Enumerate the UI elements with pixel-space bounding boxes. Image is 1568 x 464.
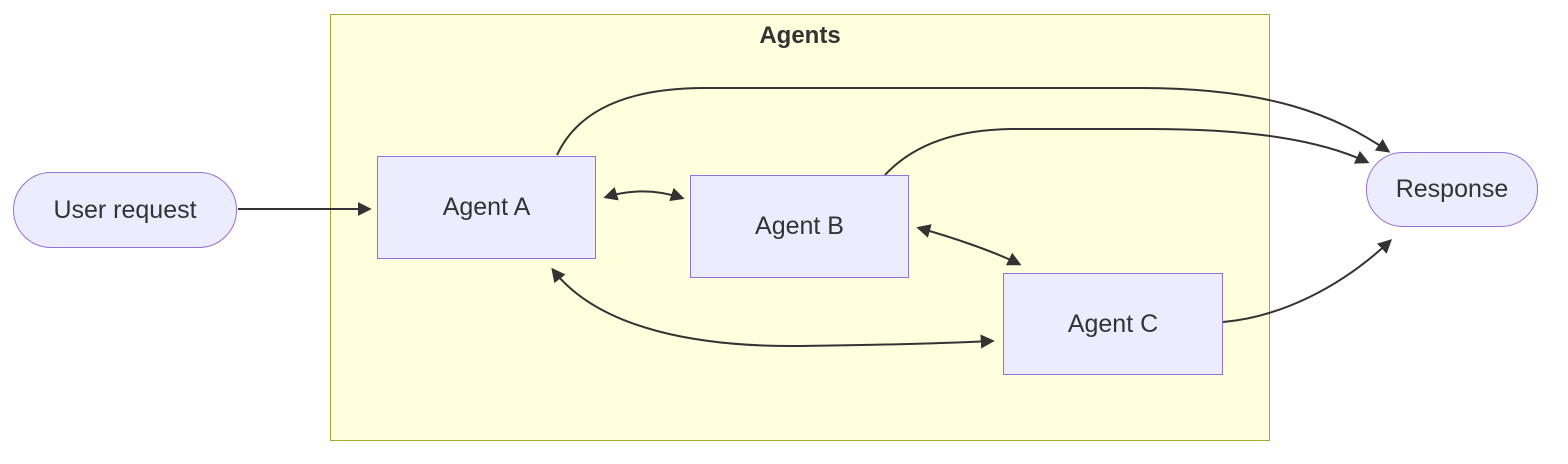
node-agent-b-label: Agent B [755, 212, 844, 240]
node-agent-b: Agent B [690, 175, 909, 278]
agents-cluster-title: Agents [759, 22, 841, 49]
node-user-request-label: User request [53, 195, 197, 224]
node-response-label: Response [1395, 175, 1509, 203]
node-user-request: User request [13, 172, 237, 248]
node-response: Response [1366, 152, 1538, 227]
node-agent-c-label: Agent C [1067, 309, 1159, 338]
node-agent-c: Agent C [1003, 273, 1223, 375]
node-agent-a: Agent A [377, 156, 596, 259]
node-agent-a-label: Agent A [442, 193, 531, 221]
